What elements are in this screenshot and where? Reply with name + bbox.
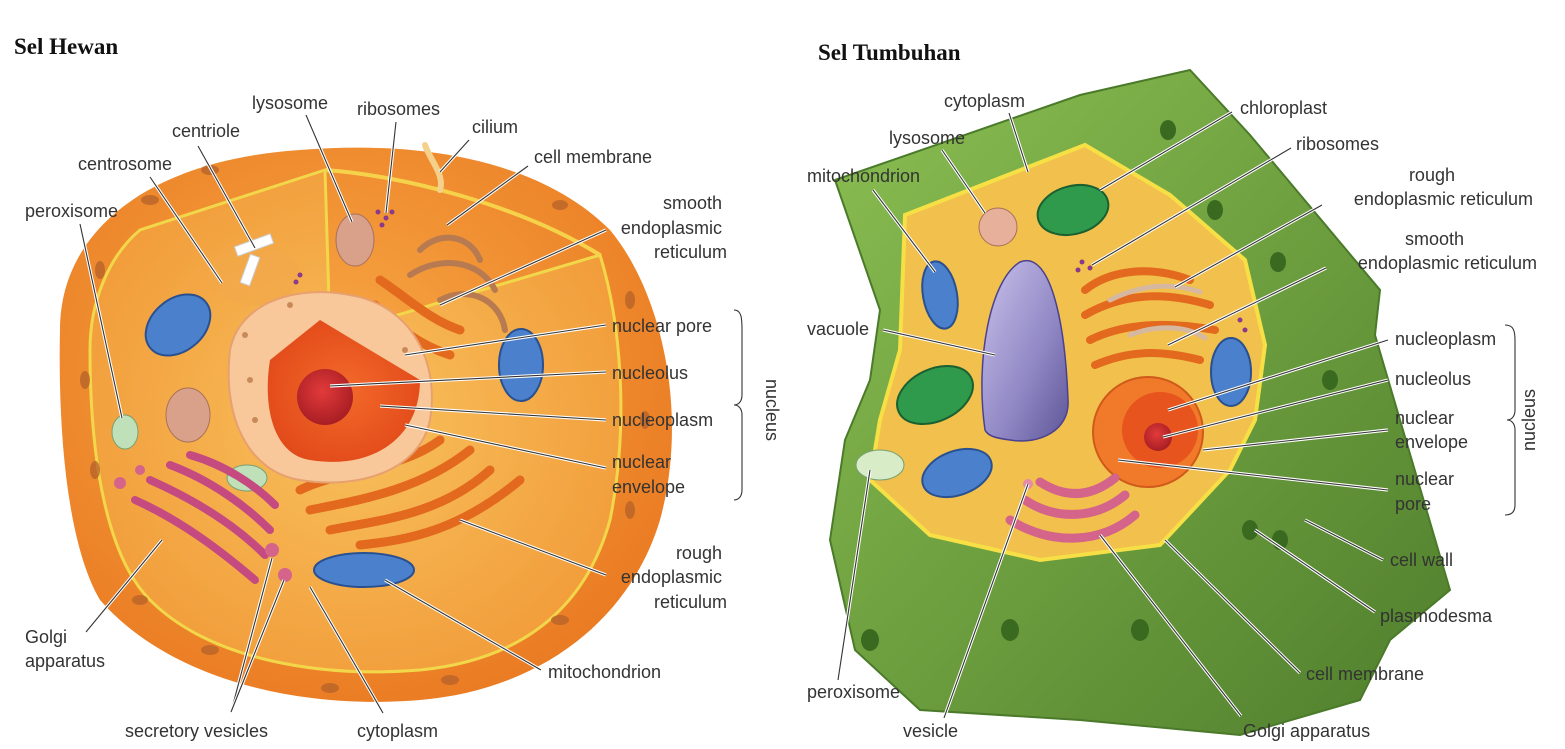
animal-label-centriole: centriole: [172, 121, 240, 141]
plant-smooth-er: [1107, 283, 1208, 341]
animal-labels: lysosome ribosomes centriole cilium cent…: [25, 93, 782, 741]
animal-cell-membrane-edge: [324, 168, 602, 257]
plant-leader-lines: [836, 110, 1516, 719]
plant-cell-illustration: [828, 68, 1452, 737]
plant-label-lysosome: lysosome: [889, 128, 965, 148]
animal-leader-lines: [78, 114, 743, 714]
animal-outer-pores: [80, 165, 650, 693]
animal-label-secretory-vesicles: secretory vesicles: [125, 721, 268, 741]
plant-label-mitochondrion: mitochondrion: [807, 166, 920, 186]
animal-label-cilium: cilium: [472, 117, 518, 137]
plant-chloroplast-2: [896, 364, 974, 426]
plant-label-plasmodesma: plasmodesma: [1380, 606, 1493, 626]
plant-label-nucleoplasm: nucleoplasm: [1395, 329, 1496, 349]
plant-label-peroxisome: peroxisome: [807, 682, 900, 702]
plant-cell-title: Sel Tumbuhan: [818, 40, 961, 65]
animal-ribosomes: [293, 209, 395, 285]
animal-label-peroxisome: peroxisome: [25, 201, 118, 221]
plant-labels: cytoplasm chloroplast lysosome ribosomes…: [807, 91, 1539, 741]
plant-golgi: [1005, 473, 1140, 543]
plant-label-golgi: Golgi apparatus: [1243, 721, 1370, 741]
plant-label-vacuole: vacuole: [807, 319, 869, 339]
plant-peroxisome: [855, 449, 905, 481]
plant-label-cell-membrane: cell membrane: [1306, 664, 1424, 684]
animal-label-centrosome: centrosome: [78, 154, 172, 174]
plant-label-chloroplast: chloroplast: [1240, 98, 1327, 118]
animal-label-nucleus: nucleus: [762, 379, 782, 441]
plant-label-rough-er: rough endoplasmic reticulum: [1354, 165, 1533, 209]
animal-label-ribosomes: ribosomes: [357, 99, 440, 119]
plant-lysosome: [978, 207, 1018, 247]
animal-nucleolus: [297, 369, 353, 425]
animal-cell-illustration: [59, 142, 672, 702]
plant-plasmodesmata: [861, 120, 1338, 651]
plant-label-ribosomes: ribosomes: [1296, 134, 1379, 154]
animal-label-nucleolus: nucleolus: [612, 363, 688, 383]
animal-label-nuclear-pore: nuclear pore: [612, 316, 712, 336]
animal-label-smooth-er: smooth endoplasmic reticulum: [621, 193, 727, 262]
plant-label-cell-wall: cell wall: [1390, 550, 1453, 570]
cilium: [422, 142, 444, 193]
animal-label-nucleoplasm: nucleoplasm: [612, 410, 713, 430]
plant-nucleolus: [1144, 423, 1172, 451]
plant-label-cytoplasm: cytoplasm: [944, 91, 1025, 111]
plant-vacuole: [981, 259, 1069, 442]
animal-label-rough-er: rough endoplasmic reticulum: [621, 543, 727, 612]
animal-secretory-vesicles: [114, 465, 292, 582]
animal-peroxisome: [111, 414, 139, 450]
plant-ribosomes: [1075, 259, 1248, 333]
animal-label-golgi: Golgi apparatus: [25, 627, 105, 671]
plant-label-nucleolus: nucleolus: [1395, 369, 1471, 389]
animal-label-lysosome: lysosome: [252, 93, 328, 113]
animal-label-cell-membrane: cell membrane: [534, 147, 652, 167]
animal-label-mitochondrion: mitochondrion: [548, 662, 661, 682]
animal-mitochondria: [144, 293, 544, 588]
plant-label-smooth-er: smooth endoplasmic reticulum: [1358, 229, 1537, 273]
animal-nuclear-pores: [242, 302, 408, 423]
animal-label-nuclear-envelope: nuclear envelope: [612, 452, 685, 497]
centrosome: [210, 245, 300, 305]
plant-label-nuclear-envelope: nuclear envelope: [1395, 408, 1468, 452]
plant-rough-er: [1081, 267, 1219, 369]
animal-golgi: [131, 451, 279, 584]
animal-cell-title: Sel Hewan: [14, 34, 119, 59]
animal-lysosome-2: [165, 387, 211, 443]
plant-label-nucleus: nucleus: [1519, 389, 1539, 451]
plant-label-nuclear-pore: nuclear pore: [1395, 469, 1459, 514]
plant-label-vesicle: vesicle: [903, 721, 958, 741]
plant-chloroplast: [1036, 184, 1110, 236]
animal-lysosome: [335, 213, 375, 267]
animal-label-cytoplasm: cytoplasm: [357, 721, 438, 741]
plant-mitochondria: [921, 260, 1252, 499]
